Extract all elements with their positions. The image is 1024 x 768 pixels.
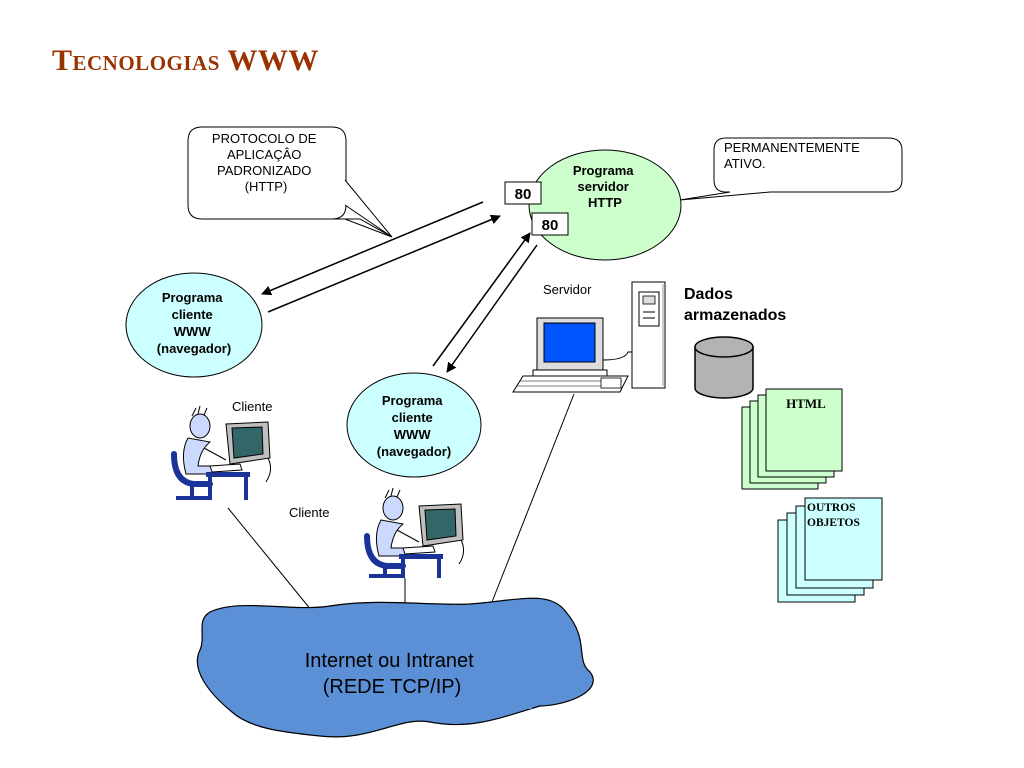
protocol-line-4: (HTTP) [245, 179, 288, 194]
client-computer-icon-2 [364, 487, 465, 578]
svg-text:Internet ou Intranet (RE: Internet ou Intranet (REDE TCP/IP) [305, 650, 480, 698]
response-arrow-client-2 [446, 244, 538, 373]
servidor-label: Servidor [543, 282, 592, 297]
server-program-line-3: HTTP [588, 195, 622, 210]
cliente-label-1: Cliente [232, 399, 272, 414]
outros-doc-label: OUTROS OBJETOS [807, 502, 860, 529]
network-line-2: (REDE TCP/IP) [323, 676, 462, 698]
response-arrow-client-1 [261, 201, 484, 296]
request-arrow-client-1 [267, 214, 501, 313]
page-title: Tecnologias WWW [52, 44, 319, 77]
database-icon [694, 336, 754, 399]
svg-text:80: 80 [542, 217, 559, 234]
cliente-label-2: Cliente [289, 505, 329, 520]
client-program-bubble-2: Programa cliente WWW (navegador) [346, 372, 482, 478]
protocol-line-1: PROTOCOLO DE [212, 131, 317, 146]
link-client-1 [227, 507, 317, 617]
server-program-line-1: Programa [573, 163, 634, 178]
permanent-line-2: ATIVO. [724, 156, 766, 171]
other-objects-documents-stack: OUTROS OBJETOS [777, 497, 883, 603]
client-computer-icon-1 [171, 405, 272, 500]
request-arrow-client-2 [432, 232, 531, 367]
html-documents-stack: HTML [741, 388, 843, 490]
protocol-line-2: APLICAÇÂO [227, 147, 301, 162]
html-doc-label: HTML [786, 396, 826, 411]
network-cloud: Internet ou Intranet (REDE TCP/IP) [196, 597, 594, 738]
svg-text:Programa cliente W: Programa cliente WWW (navegador) [157, 290, 231, 356]
svg-text:Programa cliente W: Programa cliente WWW (navegador) [377, 393, 451, 459]
port-box-lower: 80 [531, 212, 569, 236]
permanent-line-1: PERMANENTEMENTE [724, 140, 860, 155]
link-server [489, 393, 575, 608]
svg-text:80: 80 [515, 186, 532, 203]
protocol-line-3: PADRONIZADO [217, 163, 311, 178]
protocol-callout: PROTOCOLO DE APLICAÇÂO PADRONIZADO (HTTP… [187, 126, 393, 238]
svg-text:PROTOCOLO DE APLICAÇÂO: PROTOCOLO DE APLICAÇÂO PADRONIZADO (HTTP… [212, 131, 320, 194]
server-computer-icon [512, 281, 666, 393]
client-program-bubble-1: Programa cliente WWW (navegador) [125, 272, 263, 378]
dados-label: Dados armazenados [684, 286, 786, 324]
svg-text:PERMANENTEMENTE ATIVO.: PERMANENTEMENTE ATIVO. [724, 140, 863, 171]
port-box-upper: 80 [504, 181, 542, 205]
svg-text:Programa servidor: Programa servidor HTTP [573, 163, 637, 210]
permanent-callout: PERMANENTEMENTE ATIVO. [679, 137, 903, 201]
server-program-line-2: servidor [578, 179, 629, 194]
server-program-bubble: Programa servidor HTTP [528, 149, 682, 261]
network-line-1: Internet ou Intranet [305, 650, 474, 672]
